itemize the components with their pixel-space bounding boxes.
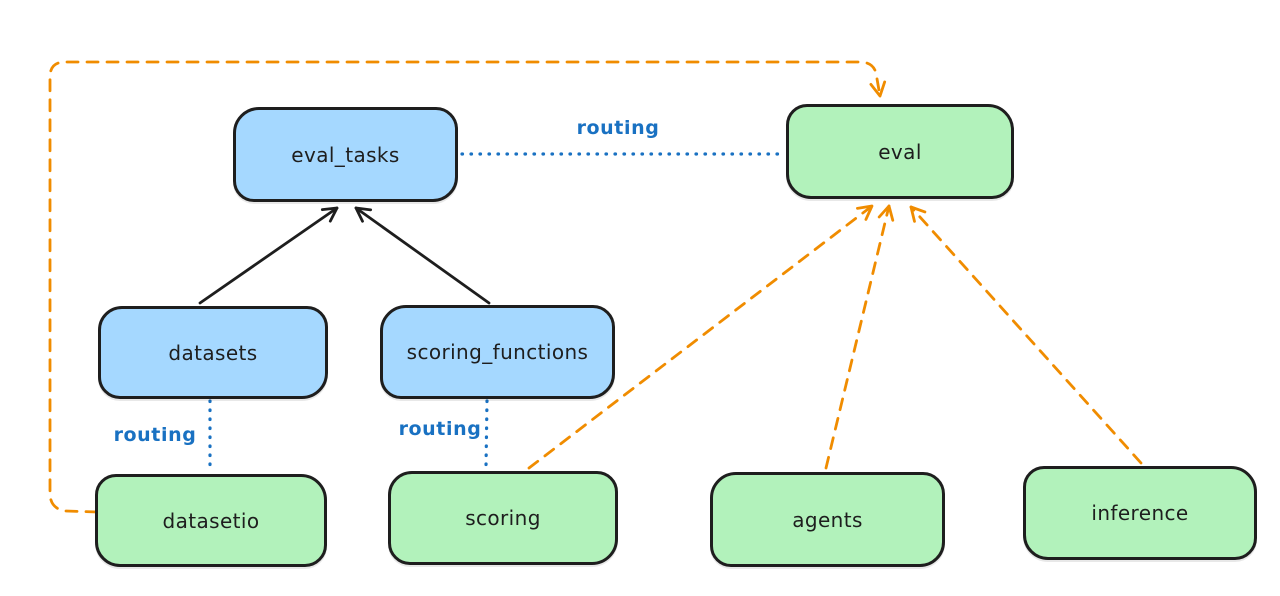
node-scoring-label: scoring xyxy=(465,506,541,530)
node-datasets: datasets xyxy=(98,306,328,399)
node-eval-tasks: eval_tasks xyxy=(233,107,458,202)
edge-label-routing-scoring: routing xyxy=(398,418,482,440)
node-datasetio: datasetio xyxy=(95,474,327,567)
edge-scoring-to-eval xyxy=(527,204,874,470)
edge-datasets-to-eval-tasks xyxy=(198,206,339,305)
node-inference: inference xyxy=(1023,466,1257,560)
node-datasetio-label: datasetio xyxy=(162,508,260,533)
node-scoring-functions: scoring_functions xyxy=(380,305,615,399)
edge-scoring-functions-to-eval-tasks xyxy=(354,206,491,305)
edge-label-routing-datasets: routing xyxy=(113,424,197,446)
node-scoring: scoring xyxy=(388,471,618,565)
node-eval-label: eval xyxy=(878,139,922,164)
edge-agents-to-eval xyxy=(824,204,895,470)
node-agents-label: agents xyxy=(792,507,863,532)
node-scoring-functions-label: scoring_functions xyxy=(406,340,589,364)
node-agents: agents xyxy=(710,472,945,567)
edge-datasetio-to-eval xyxy=(48,60,887,514)
node-eval-tasks-label: eval_tasks xyxy=(291,142,400,167)
edge-scoring-functions-to-scoring-routing xyxy=(484,399,489,469)
node-inference-label: inference xyxy=(1091,501,1189,525)
node-datasets-label: datasets xyxy=(168,340,258,365)
edge-label-routing-top: routing xyxy=(576,117,660,139)
node-eval: eval xyxy=(786,104,1014,199)
edge-inference-to-eval xyxy=(909,205,1143,465)
